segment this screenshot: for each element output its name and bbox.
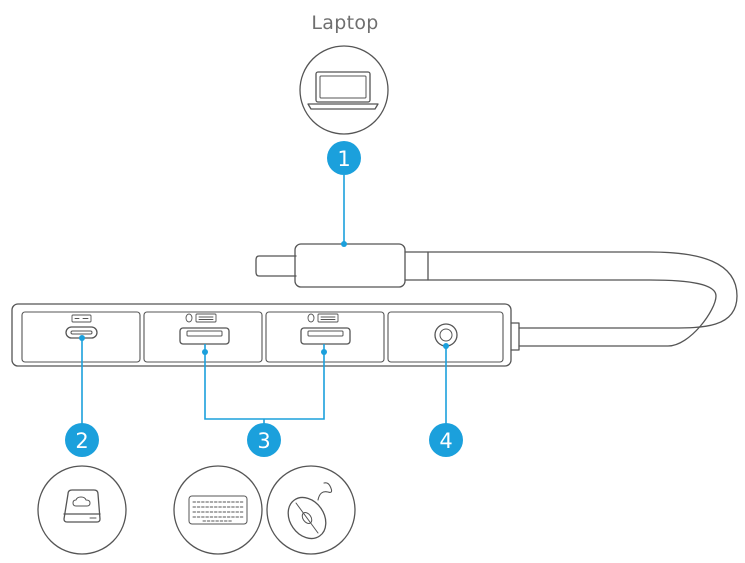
drive-circle bbox=[37, 465, 127, 555]
leader-lines bbox=[81, 175, 447, 424]
usb-c-plug bbox=[255, 243, 429, 288]
laptop-circle bbox=[299, 45, 389, 135]
usb-a-port-2 bbox=[300, 327, 351, 345]
callout-number: 3 bbox=[257, 429, 270, 453]
mouse-circle bbox=[266, 465, 356, 555]
mouse-keyboard-symbol-icon bbox=[185, 313, 217, 323]
callout-badge-1: 1 bbox=[327, 141, 361, 175]
callout-number: 4 bbox=[439, 429, 452, 453]
laptop-label: Laptop bbox=[311, 12, 379, 34]
external-drive-icon bbox=[63, 489, 101, 523]
round-port bbox=[434, 323, 458, 347]
callout-badge-2: 2 bbox=[65, 423, 99, 457]
callout-badge-4: 4 bbox=[429, 423, 463, 457]
usb-c-symbol-icon bbox=[71, 314, 92, 323]
mouse-keyboard-symbol-icon bbox=[307, 313, 339, 323]
mouse-icon bbox=[287, 482, 333, 540]
callout-badge-3: 3 bbox=[247, 423, 281, 457]
hub-body bbox=[11, 303, 512, 367]
callout-number: 2 bbox=[75, 429, 88, 453]
keyboard-circle bbox=[173, 465, 263, 555]
laptop-icon bbox=[307, 71, 379, 110]
cable bbox=[427, 251, 738, 351]
leader-dots bbox=[79, 241, 449, 355]
hub-ports-panel bbox=[21, 311, 504, 363]
usb-a-port-1 bbox=[179, 327, 230, 345]
callout-number: 1 bbox=[337, 147, 350, 171]
keyboard-icon bbox=[188, 495, 248, 525]
